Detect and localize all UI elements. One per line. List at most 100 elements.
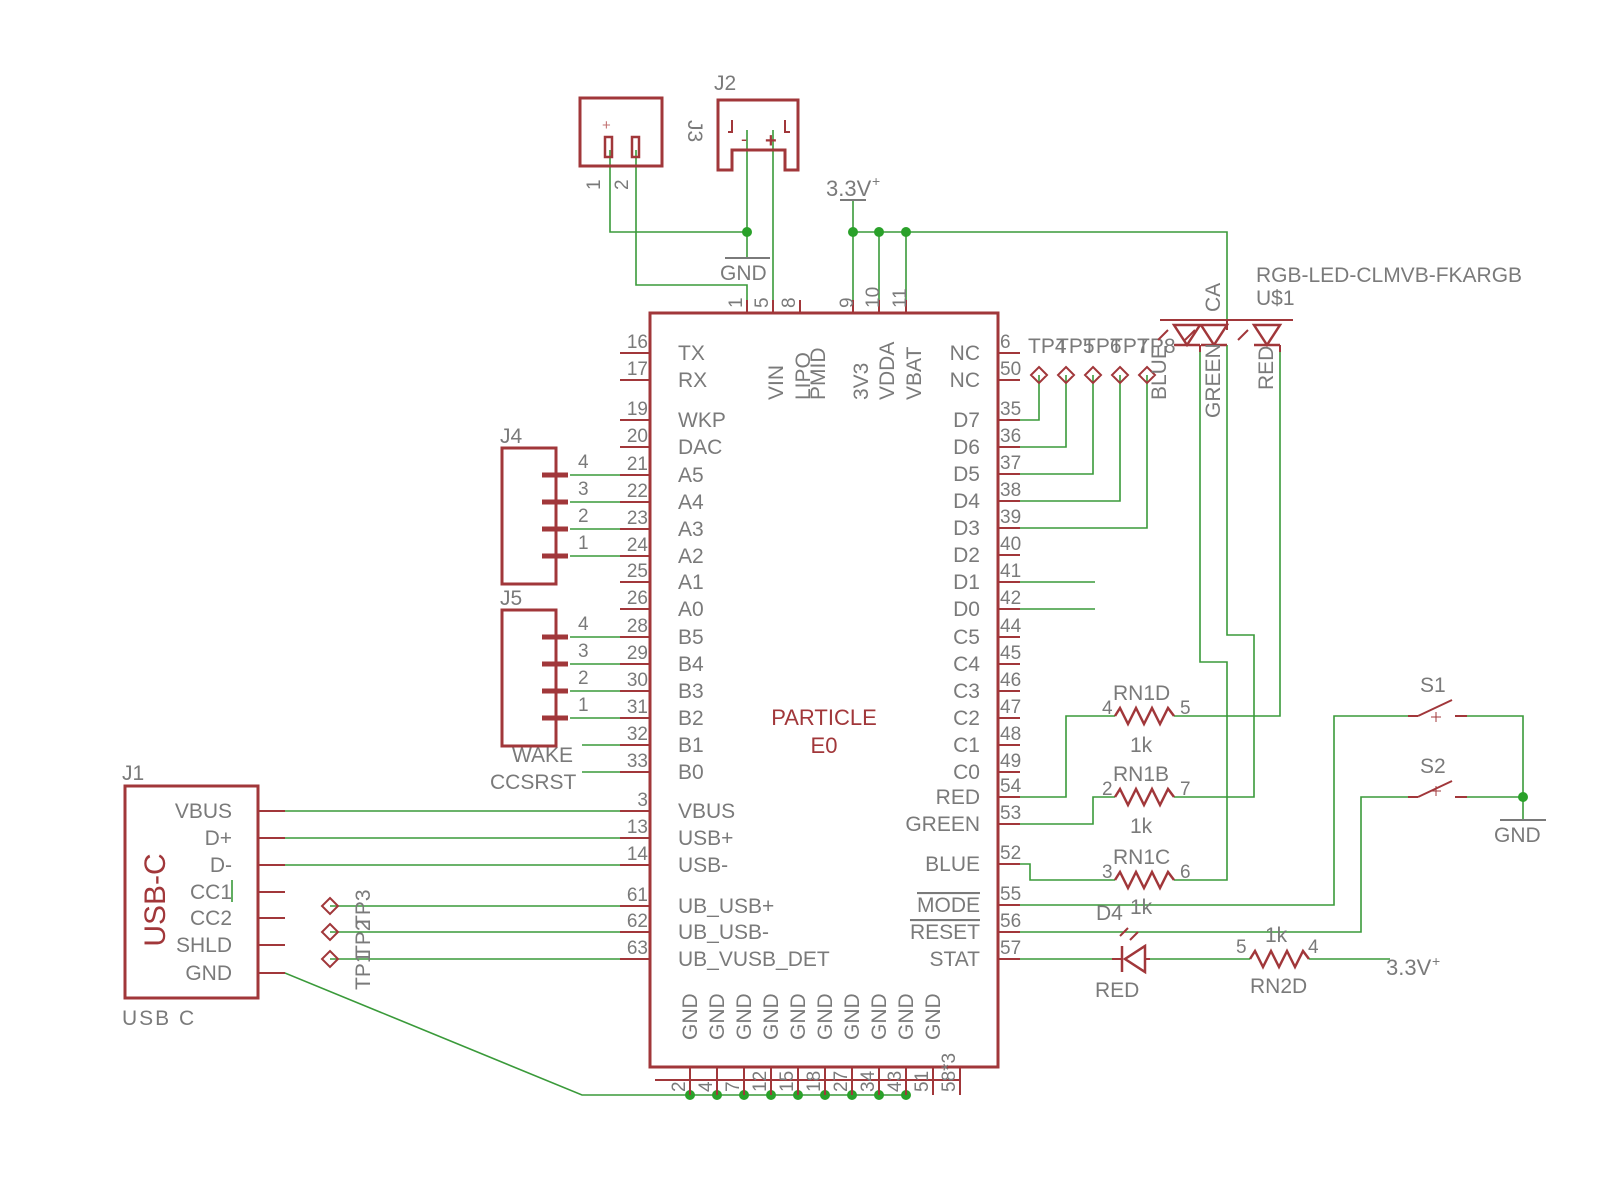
usb-value: USB C	[122, 1007, 196, 1030]
j5-pin2: 2	[578, 668, 589, 689]
rn2d-p2: 4	[1308, 937, 1319, 958]
j4-pin1: 1	[578, 533, 589, 554]
mcu-pin-num: 4	[696, 1081, 717, 1092]
tp4-label: TP4	[1028, 335, 1067, 358]
mcu-pin-name: WKP	[678, 409, 726, 432]
rn2d-ref: RN2D	[1250, 975, 1307, 998]
mcu-pin-num: 10	[863, 287, 884, 308]
mcu-pin-name: C2	[953, 707, 980, 730]
rn1c-p1: 3	[1102, 862, 1113, 883]
mcu-pin-num: 1	[726, 297, 747, 308]
mcu-pin-num: 15	[777, 1071, 798, 1092]
mcu-pin-num: 27	[831, 1071, 852, 1092]
mcu-pin-name: C1	[953, 734, 980, 757]
mcu-pin-name: GND	[922, 993, 945, 1040]
j5-pin1: 1	[578, 695, 589, 716]
mcu-pin-num: 52	[1000, 843, 1021, 864]
mcu-pin-name: B2	[678, 707, 704, 730]
mcu-pin-name: USB+	[678, 827, 733, 850]
testpoints-left: TP1 TP2 TP3	[320, 889, 375, 990]
mcu-pin-name: A1	[678, 571, 704, 594]
mcu-pin-name: A3	[678, 518, 704, 541]
usb-pin-name: SHLD	[176, 934, 232, 957]
mcu-pin-name: C4	[953, 653, 980, 676]
mcu-pin-name: GND	[706, 993, 729, 1040]
mcu-pin-num: 42	[1000, 588, 1021, 609]
j2-minus: -	[741, 129, 747, 149]
mcu-pin-name: GND	[679, 993, 702, 1040]
rgb-ref: U$1	[1256, 287, 1295, 310]
mcu-pin-num: 25	[627, 561, 648, 582]
j4-pin3: 3	[578, 479, 589, 500]
mcu-pin-num: 6	[1000, 332, 1011, 353]
j4-connector: J4 4 3 2 1	[500, 425, 589, 586]
mcu-pin-num: 31	[627, 697, 648, 718]
mcu-pin-name: DAC	[678, 436, 722, 459]
rn1b-value: 1k	[1130, 815, 1153, 838]
mcu-pin-num: 54	[1000, 776, 1022, 797]
mcu-pin-num: 40	[1000, 534, 1021, 555]
mcu-pin-name: GND	[868, 993, 891, 1040]
mcu-pin-name: USB-	[678, 854, 728, 877]
mcu-pin-num: 19	[627, 399, 648, 420]
mcu-pin-name: LIPO	[792, 352, 815, 400]
mcu-pin-name: UB_USB+	[678, 895, 774, 918]
testpoints-right: TP4 TP5 TP6 TP7 TP8	[1028, 335, 1176, 385]
tp5-label: TP5	[1056, 335, 1095, 358]
mcu-pin-num: 39	[1000, 507, 1021, 528]
mcu-pin-name: B0	[678, 761, 704, 784]
v33-top-label: 3.3V	[826, 176, 872, 201]
mcu-pin-num: 34	[858, 1070, 879, 1092]
mcu-pin-name: UB_VUSB_DET	[678, 948, 830, 971]
rgb-part: RGB-LED-CLMVB-FKARGB	[1256, 264, 1522, 287]
tp7-label: TP7	[1110, 335, 1149, 358]
rgb-led: RGB-LED-CLMVB-FKARGB U$1 CA BLUE GREEN R…	[1148, 264, 1522, 418]
tp6-label: TP6	[1083, 335, 1122, 358]
v33-right-plus: +	[1432, 953, 1440, 969]
mcu-pin-num: 46	[1000, 670, 1021, 691]
mcu-pin-num: 3	[637, 790, 648, 811]
usb-pin-name: GND	[185, 962, 232, 985]
mcu-pin-num: 11	[890, 288, 911, 308]
resistor-rn1b: RN1B 1k 2 7	[1102, 763, 1191, 838]
mcu-pin-num: 12	[750, 1071, 771, 1092]
mcu-pin-name: A2	[678, 545, 704, 568]
rn1d-ref: RN1D	[1113, 682, 1170, 705]
mcu-pin-name: B1	[678, 734, 704, 757]
j2-ref: J2	[714, 72, 736, 95]
mcu-pin-name: D2	[953, 544, 980, 567]
mcu-pin-num: 50	[1000, 359, 1021, 380]
s2-ref: S2	[1420, 755, 1446, 778]
mcu-pin-num: 14	[627, 844, 649, 865]
mcu-pin-num: 53	[1000, 803, 1021, 824]
mcu-pin-num: 35	[1000, 399, 1021, 420]
s1-ref: S1	[1420, 674, 1446, 697]
usb-pin-name: D-	[210, 854, 232, 877]
rn2d-value: 1k	[1265, 924, 1288, 947]
j4-ref: J4	[500, 425, 523, 448]
rn1d-p2: 5	[1180, 698, 1191, 719]
mcu-pin-num: 63	[627, 938, 648, 959]
mcu-pin-name: VIN	[765, 365, 788, 400]
mcu-pin-num: 16	[627, 332, 648, 353]
mcu-pin-name: D3	[953, 517, 980, 540]
rgb-ca: CA	[1202, 283, 1225, 312]
mcu-pin-num: 41	[1000, 561, 1021, 582]
j3-plus: +	[602, 117, 611, 134]
v33-right: 3.3V +	[1386, 953, 1440, 980]
j5-connector: J5 4 3 2 1	[500, 587, 589, 748]
mcu-pin-name: MODE	[917, 894, 980, 917]
mcu-pin-num: 28	[627, 616, 648, 637]
rn1c-value: 1k	[1130, 896, 1153, 919]
mcu-pin-num: 37	[1000, 453, 1021, 474]
wires	[258, 130, 1524, 1096]
usb-pin-name: CC1	[190, 881, 232, 904]
mcu-pin-name: STAT	[929, 948, 980, 971]
mcu-pin-num: 2	[669, 1081, 690, 1092]
mcu-pin-num: 49	[1000, 751, 1021, 772]
usb-title: USB-C	[139, 853, 172, 946]
v33-right-label: 3.3V	[1386, 955, 1432, 980]
mcu-pin-name: NC	[950, 342, 980, 365]
